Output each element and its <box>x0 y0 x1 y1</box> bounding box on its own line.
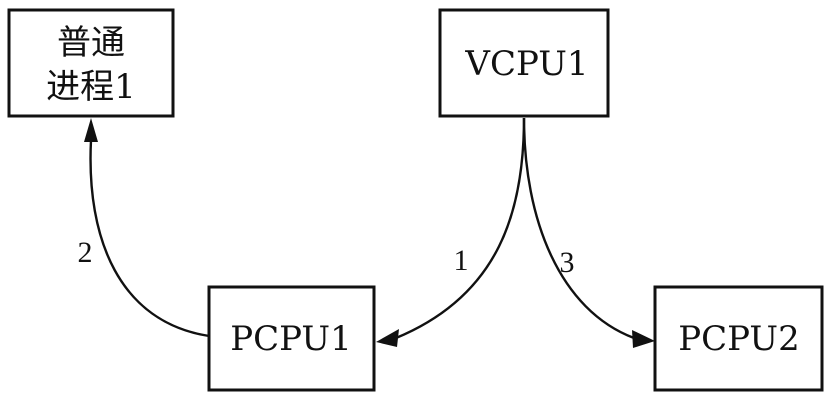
normal-process-label-line1: 普通 <box>57 23 125 63</box>
vcpu1-box <box>438 8 610 118</box>
pcpu1-box <box>207 285 376 392</box>
pcpu1-label: PCPU1 <box>230 319 351 359</box>
edge-vcpu1-to-pcpu1-label: 1 <box>454 244 469 277</box>
pcpu1-node: PCPU1 <box>207 285 376 392</box>
edge-vcpu1-to-pcpu2-arrowhead <box>632 330 655 348</box>
vcpu1-node: VCPU1 <box>438 8 610 118</box>
pcpu2-label: PCPU2 <box>678 319 799 359</box>
edge-vcpu1-to-pcpu2-label: 3 <box>560 246 575 279</box>
edge-vcpu1-to-pcpu2-line <box>522 117 635 340</box>
pcpu2-box <box>653 285 824 392</box>
vcpu1-label: VCPU1 <box>464 44 588 84</box>
edge-vcpu1-to-pcpu1-arrowhead <box>376 329 399 347</box>
edge-pcpu1-to-process-line <box>89 139 210 338</box>
edge-vcpu1-to-pcpu1-line <box>395 117 526 340</box>
normal-process-node: 普通 进程1 <box>7 8 175 118</box>
edge-vcpu1-to-pcpu1: 1 <box>376 117 526 347</box>
normal-process-box <box>7 8 175 118</box>
normal-process-label-line2: 进程1 <box>46 67 136 107</box>
pcpu2-node: PCPU2 <box>653 285 824 392</box>
edge-pcpu1-to-process-arrowhead <box>84 118 98 142</box>
edge-pcpu1-to-process-label: 2 <box>78 236 93 269</box>
edge-vcpu1-to-pcpu2: 3 <box>522 117 655 348</box>
edge-pcpu1-to-process: 2 <box>78 118 210 338</box>
